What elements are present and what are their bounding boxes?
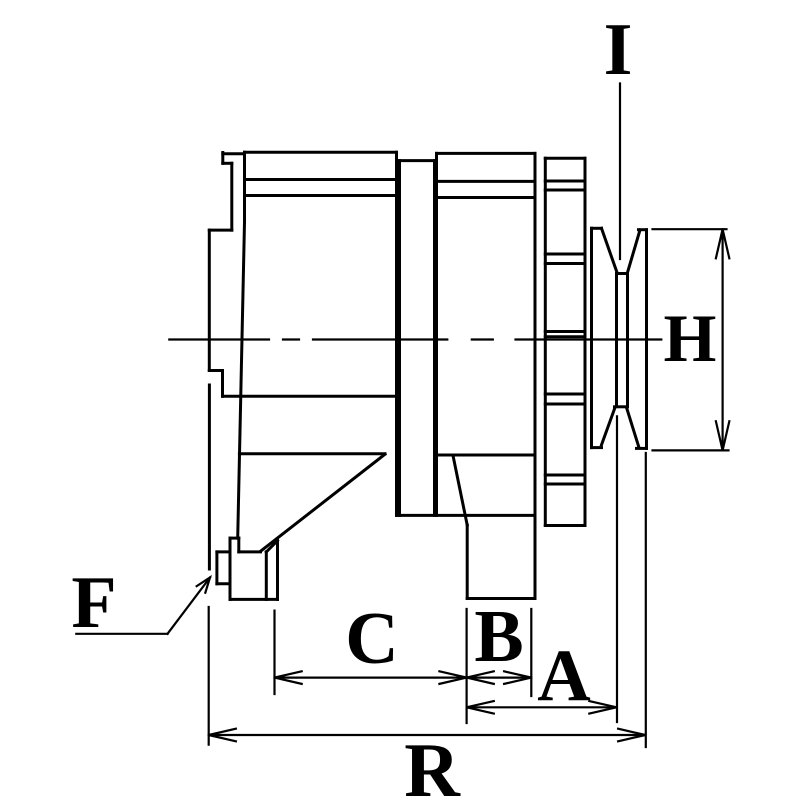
alternator-outline xyxy=(207,150,648,601)
dim-label-H: H xyxy=(664,300,717,376)
dim-label-I: I xyxy=(604,9,633,91)
arrowhead-6 xyxy=(466,699,496,715)
outline-segment-22 xyxy=(264,538,280,555)
dimension-arrows xyxy=(195,228,731,743)
outline-segment-12 xyxy=(236,220,247,540)
arrowhead-5 xyxy=(502,670,532,686)
dim-label-B: B xyxy=(474,596,523,678)
dimension-line-5 xyxy=(165,575,212,636)
dimension-lines xyxy=(75,82,730,749)
dim-label-C: C xyxy=(345,598,398,680)
arrowhead-2 xyxy=(274,670,304,686)
outline-segment-69 xyxy=(624,405,641,448)
arrowhead-8 xyxy=(208,727,238,743)
arrowhead-10 xyxy=(195,574,212,595)
outline-segment-60 xyxy=(625,228,642,275)
dim-label-A: A xyxy=(537,635,590,717)
outline-segment-17 xyxy=(258,452,388,554)
arrowhead-1 xyxy=(714,419,731,451)
outline-segment-39 xyxy=(451,453,469,527)
outline-segment-59 xyxy=(599,226,619,275)
arrowhead-7 xyxy=(587,699,617,715)
outline-segment-68 xyxy=(599,405,617,447)
arrowhead-4 xyxy=(466,670,496,686)
arrowhead-9 xyxy=(616,727,646,743)
dim-label-R: R xyxy=(404,727,461,800)
arrowhead-0 xyxy=(714,228,731,260)
dim-label-F: F xyxy=(71,562,116,644)
